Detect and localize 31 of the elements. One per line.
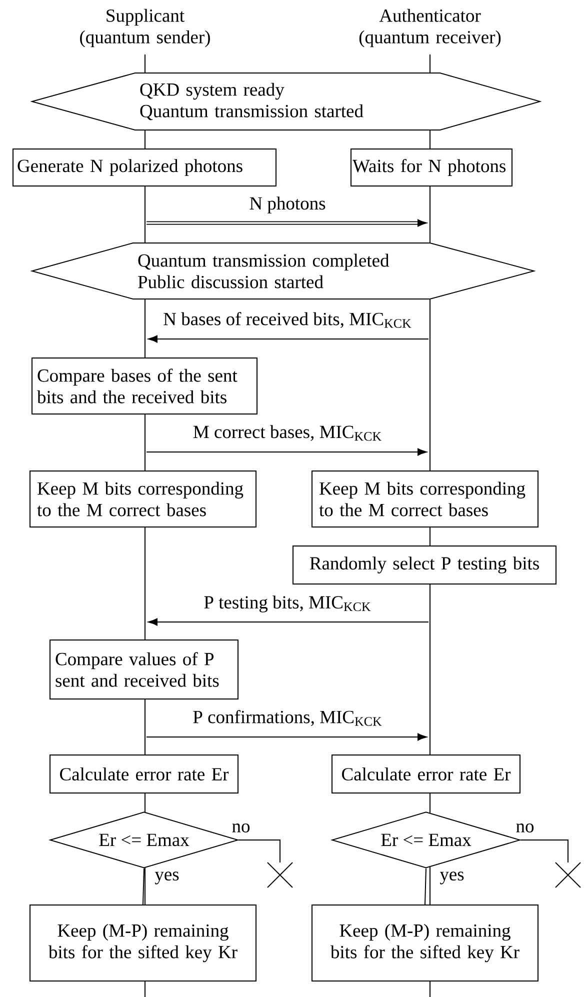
process-box: Keep (M-P) remaining bits for the sifted key Kr [30, 904, 256, 982]
message-arrow [148, 618, 429, 626]
process-box: Calculate error rate Er [332, 754, 520, 794]
edge-label: yes [154, 872, 179, 884]
edge-label: yes [440, 872, 464, 884]
branch-line [142, 868, 144, 905]
branch-line [520, 840, 568, 863]
edge-label: M correct bases, MIC$_{KCK}$ [193, 425, 382, 441]
process-box: Compare values of P sent and received bits [50, 640, 238, 700]
process-box: Compare bases of the sent bits and the received bits [32, 358, 258, 414]
process-box: Generate N polarized photons [12, 148, 276, 186]
cross-mark [267, 862, 293, 888]
cross-mark [555, 862, 581, 888]
process-box: Calculate error rate Er [50, 754, 238, 794]
process-box: Waits for N photons [350, 148, 512, 186]
edge-label: N bases of received bits, MIC$_{KCK}$ [164, 312, 412, 328]
message-arrow [146, 733, 427, 741]
process-box: Keep M bits corresponding to the M correct bases [312, 470, 538, 528]
process-box: Randomly select P testing bits [292, 546, 556, 584]
message-arrow [146, 448, 427, 456]
lifeline-heading: Authenticator (quantum receiver) [359, 8, 501, 48]
lifeline-heading: Supplicant (quantum sender) [80, 8, 210, 48]
process-box: Keep M bits corresponding to the M correct bases [30, 470, 256, 528]
process-box: Keep (M-P) remaining bits for the sifted key Kr [312, 904, 538, 982]
message-arrow [146, 219, 428, 227]
branch-line [238, 840, 280, 863]
message-arrow [148, 335, 429, 343]
branch-line [424, 868, 426, 905]
edge-label: P confirmations, MIC$_{KCK}$ [193, 710, 382, 726]
edge-label: N photons [250, 196, 326, 214]
edge-label: P testing bits, MIC$_{KCK}$ [204, 596, 371, 612]
